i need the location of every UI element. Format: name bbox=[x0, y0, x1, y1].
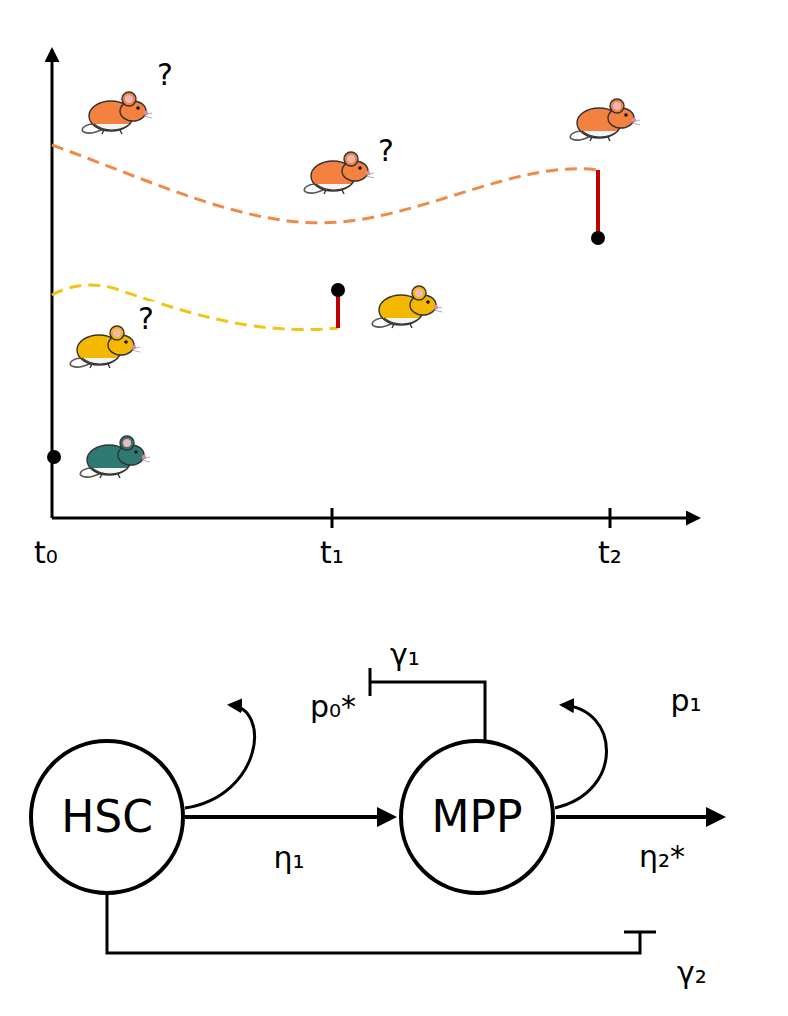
annotation-label: t₁ bbox=[318, 536, 346, 569]
inhibition-bar bbox=[624, 931, 656, 934]
mouse-icon bbox=[70, 326, 140, 368]
cell-circle: MPP bbox=[399, 739, 555, 895]
cell-name: HSC bbox=[61, 795, 153, 839]
differentiation-arrow bbox=[185, 815, 393, 819]
annotation-label: γ₂ bbox=[675, 956, 709, 989]
annotation-label: γ₁ bbox=[388, 638, 422, 671]
annotation-label: p₁ bbox=[668, 684, 703, 717]
annotation-label: t₂ bbox=[596, 536, 624, 569]
mouse-icon bbox=[570, 99, 640, 141]
inhibition-bar bbox=[369, 668, 372, 696]
orange-trajectory bbox=[52, 145, 598, 223]
jump bbox=[596, 170, 600, 238]
mouse-icon bbox=[304, 152, 374, 194]
y-axis bbox=[51, 50, 54, 518]
observation-dot bbox=[591, 231, 605, 245]
annotation-label: η₂* bbox=[637, 840, 687, 873]
annotation-label: t₀ bbox=[32, 536, 60, 569]
rate-label: η₁ bbox=[271, 841, 306, 874]
yellow-trajectory bbox=[52, 285, 338, 330]
annotation-label: ? bbox=[136, 302, 156, 335]
inhibition-line bbox=[370, 682, 485, 741]
observation-dot bbox=[47, 450, 61, 464]
inhibition-line bbox=[107, 895, 640, 953]
mouse-icon bbox=[372, 286, 442, 328]
annotation-label: ? bbox=[155, 58, 175, 91]
tick bbox=[331, 508, 334, 528]
annotation-label: ? bbox=[376, 134, 396, 167]
output-arrow bbox=[556, 815, 722, 819]
self-renewal-loop bbox=[185, 705, 255, 808]
annotation-label: p₀* bbox=[308, 690, 358, 723]
self-renewal-loop bbox=[555, 705, 607, 808]
tick bbox=[609, 508, 612, 528]
cell-name: MPP bbox=[431, 795, 522, 839]
cell-circle: HSC bbox=[29, 739, 185, 895]
x-axis bbox=[52, 517, 698, 520]
mouse-icon bbox=[80, 436, 150, 478]
mouse-icon bbox=[82, 92, 152, 134]
observation-dot bbox=[331, 283, 345, 297]
